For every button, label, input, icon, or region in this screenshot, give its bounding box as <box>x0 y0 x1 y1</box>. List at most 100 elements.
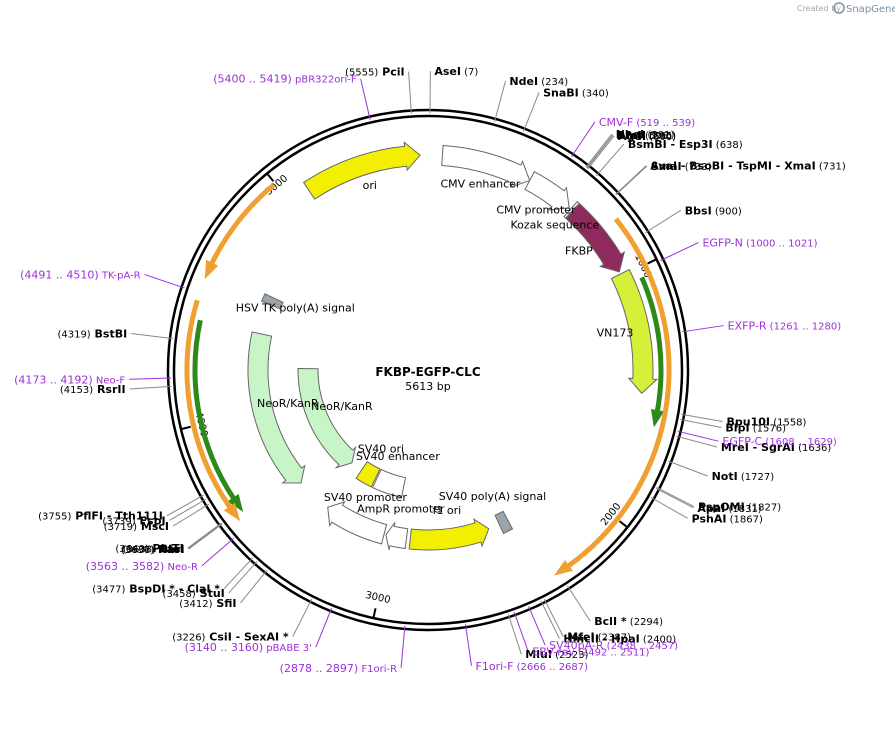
feature-neor-kanr[interactable] <box>247 331 306 484</box>
site-label-bcli[interactable]: BclI * (2294) <box>594 615 663 628</box>
feature-label-cmv-enhancer: CMV enhancer <box>440 177 520 190</box>
site-leader-bbsi <box>645 209 682 234</box>
feature-fkbp[interactable] <box>565 202 626 273</box>
feature-cmv-promoter[interactable] <box>524 171 570 211</box>
site-label-nari[interactable]: (3637) NarI <box>121 543 184 556</box>
primer-leader-pbabe-3 <box>315 608 333 648</box>
primer-label-pbr322ori-f[interactable]: (5400 .. 5419) pBR322ori-F <box>213 73 357 86</box>
site-label-stui[interactable]: (3458) StuI <box>163 587 225 600</box>
orf-arrow-4 <box>204 183 276 280</box>
backbone-inner-strand <box>172 114 684 626</box>
site-label-pcii[interactable]: (5555) PciI <box>345 66 405 79</box>
feature-sv40-poly-a-signal[interactable] <box>494 510 514 535</box>
feature-hsv-tk-poly-a-signal[interactable] <box>261 293 284 310</box>
plasmid-name: FKBP-EGFP-CLC <box>375 365 480 379</box>
feature-label-hsv-tk-poly-a-signal: HSV TK poly(A) signal <box>236 302 355 315</box>
primer-label-tk-pa-r[interactable]: (4491 .. 4510) TK-pA-R <box>20 269 141 282</box>
primer-label-neo-f[interactable]: (4173 .. 4192) Neo-F <box>14 373 125 386</box>
primer-label-egfp-c[interactable]: EGFP-C (1608 .. 1629) <box>722 435 837 448</box>
primer-label-ebv-rev[interactable]: EBV-rev (2492 .. 2511) <box>532 646 649 659</box>
plasmid-length: 5613 bp <box>405 380 450 393</box>
feature-label-sv40-poly-a-signal: SV40 poly(A) signal <box>439 490 546 503</box>
primer-label-exfp-r[interactable]: EXFP-R (1261 .. 1280) <box>728 320 842 333</box>
site-label-sfii[interactable]: (3412) SfiI <box>179 597 236 610</box>
feature-label-neor-kanr: NeoR/KanR <box>311 400 373 413</box>
site-leader-apai <box>655 487 694 509</box>
feature-ampr-promoter[interactable] <box>385 522 409 550</box>
site-label-pflfi-tth111i[interactable]: (3755) PflFI - Tth111I <box>38 510 163 523</box>
site-label-bstbi[interactable]: (4319) BstBI <box>57 328 127 341</box>
site-leader-pflfi-tth111i <box>166 494 204 517</box>
site-label-bsmbi-esp3i[interactable]: BsmBI - Esp3I (638) <box>628 138 743 151</box>
feature-sv40-promoter[interactable] <box>327 500 388 545</box>
site-leader-bsmbi-esp3i <box>595 143 625 177</box>
site-label-rsrii[interactable]: (4153) RsrII <box>60 383 126 396</box>
feature-sv40-enhancer[interactable] <box>371 468 407 498</box>
site-label-noti[interactable]: NotI (1727) <box>712 470 775 483</box>
feature-vn173[interactable] <box>610 268 659 394</box>
feature-kozak-sequence[interactable] <box>563 200 580 219</box>
site-leader-mfei <box>543 598 564 637</box>
site-label-agei[interactable]: AgeI (600) <box>618 130 676 143</box>
feature-label-cmv-promoter: CMV promoter <box>496 204 576 217</box>
site-label-pspomi[interactable]: PspOMI (1827) <box>698 501 781 514</box>
orf-arrow-2 <box>192 319 244 512</box>
site-label-pshai[interactable]: PshAI (1867) <box>692 512 763 525</box>
site-label-mfei[interactable]: MfeI (2387) <box>567 631 631 644</box>
feature-sv40-ori[interactable] <box>355 460 381 488</box>
site-label-avai-bsobi-tspmi-xmai[interactable]: AvaI - BsoBI - TspMI - XmaI (731) <box>650 160 846 173</box>
site-label-snabi[interactable]: SnaBI (340) <box>543 86 609 99</box>
tick-5000 <box>266 172 275 182</box>
primer-label-sv40pa-r[interactable]: SV40pA-R (2438 .. 2457) <box>549 639 678 652</box>
primer-leader-neo-f <box>129 377 172 380</box>
site-label-bspdi-clai[interactable]: (3477) BspDI * - ClaI * <box>92 583 220 596</box>
site-labels: AseI (7)NdeI (234)SnaBI (340)NheI (591)B… <box>14 65 846 675</box>
site-label-fspi[interactable]: (3739) FspI <box>102 514 165 527</box>
site-label-apai[interactable]: ApaI (1831) <box>697 502 761 515</box>
feature-cmv-enhancer[interactable] <box>441 144 531 188</box>
site-leader-afei <box>586 134 614 169</box>
feature-label-fkbp: FKBP <box>565 245 593 258</box>
site-label-ndei[interactable]: NdeI (234) <box>509 75 568 88</box>
site-label-kasi[interactable]: (3636) KasI <box>121 543 185 556</box>
site-leader-rsrii <box>129 385 172 390</box>
site-label-nhei[interactable]: NheI (591) <box>616 128 675 141</box>
orf-arrow-3 <box>184 299 241 522</box>
primer-label-f1ori-r[interactable]: (2878 .. 2897) F1ori-R <box>280 662 397 675</box>
site-label-mlui[interactable]: MluI (2523) <box>525 648 588 661</box>
site-leader-noti <box>668 460 708 477</box>
site-label-sfoi[interactable]: (3638) SfoI <box>123 543 184 556</box>
site-label-afei[interactable]: AfeI (596) <box>617 129 672 142</box>
site-leader-pspomi <box>656 486 695 508</box>
site-leader-stui <box>228 561 258 594</box>
site-leader-avai-bsobi-tspmi-xmai <box>615 165 647 195</box>
primer-leader-egfp-n <box>660 242 699 261</box>
primer-label-cmv-f[interactable]: CMV-F (519 .. 539) <box>599 116 695 129</box>
feature-f1-ori[interactable] <box>408 517 490 551</box>
feature-ori[interactable] <box>302 141 421 200</box>
primer-label-pbabe-3[interactable]: (3140 .. 3160) pBABE 3' <box>185 641 312 654</box>
site-label-msci[interactable]: (3719) MscI <box>104 520 169 533</box>
site-label-bpu10i[interactable]: Bpu10I (1558) <box>727 416 807 429</box>
orf-arrow-0 <box>639 276 665 428</box>
primer-label-egfp-n[interactable]: EGFP-N (1000 .. 1021) <box>702 237 817 250</box>
site-label-csii-sexai[interactable]: (3226) CsiI - SexAI * <box>172 631 289 644</box>
site-label-asei[interactable]: AseI (7) <box>434 65 478 78</box>
feature-neor-kanr[interactable] <box>297 368 357 469</box>
site-label-pluti[interactable]: (3640) PluTI <box>115 542 183 555</box>
site-label-mrei-sgrai[interactable]: MreI - SgrAI (1636) <box>721 441 832 454</box>
site-label-hincii-hpai[interactable]: HincII - HpaI (2400) <box>563 633 676 646</box>
site-label-bmti[interactable]: BmtI (595) <box>617 129 676 142</box>
site-leader-msci <box>172 503 210 527</box>
primer-label-f1ori-f[interactable]: F1ori-F (2666 .. 2687) <box>476 660 589 673</box>
site-label-smai[interactable]: SmaI (733) <box>651 160 712 173</box>
primer-label-neo-r[interactable]: (3563 .. 3582) Neo-R <box>86 560 198 573</box>
site-leader-bpu10i <box>681 413 723 423</box>
feature-label-f1-ori: f1 ori <box>433 504 462 517</box>
feature-label-sv40-ori: SV40 ori <box>358 442 404 455</box>
plasmid-center-label: FKBP-EGFP-CLC 5613 bp <box>375 365 480 393</box>
feature-label-sv40-enhancer: SV40 enhancer <box>356 450 440 463</box>
site-leader-nhei <box>585 133 613 168</box>
site-label-blpi[interactable]: BlpI (1576) <box>725 421 786 434</box>
site-label-bbsi[interactable]: BbsI (900) <box>685 204 742 217</box>
